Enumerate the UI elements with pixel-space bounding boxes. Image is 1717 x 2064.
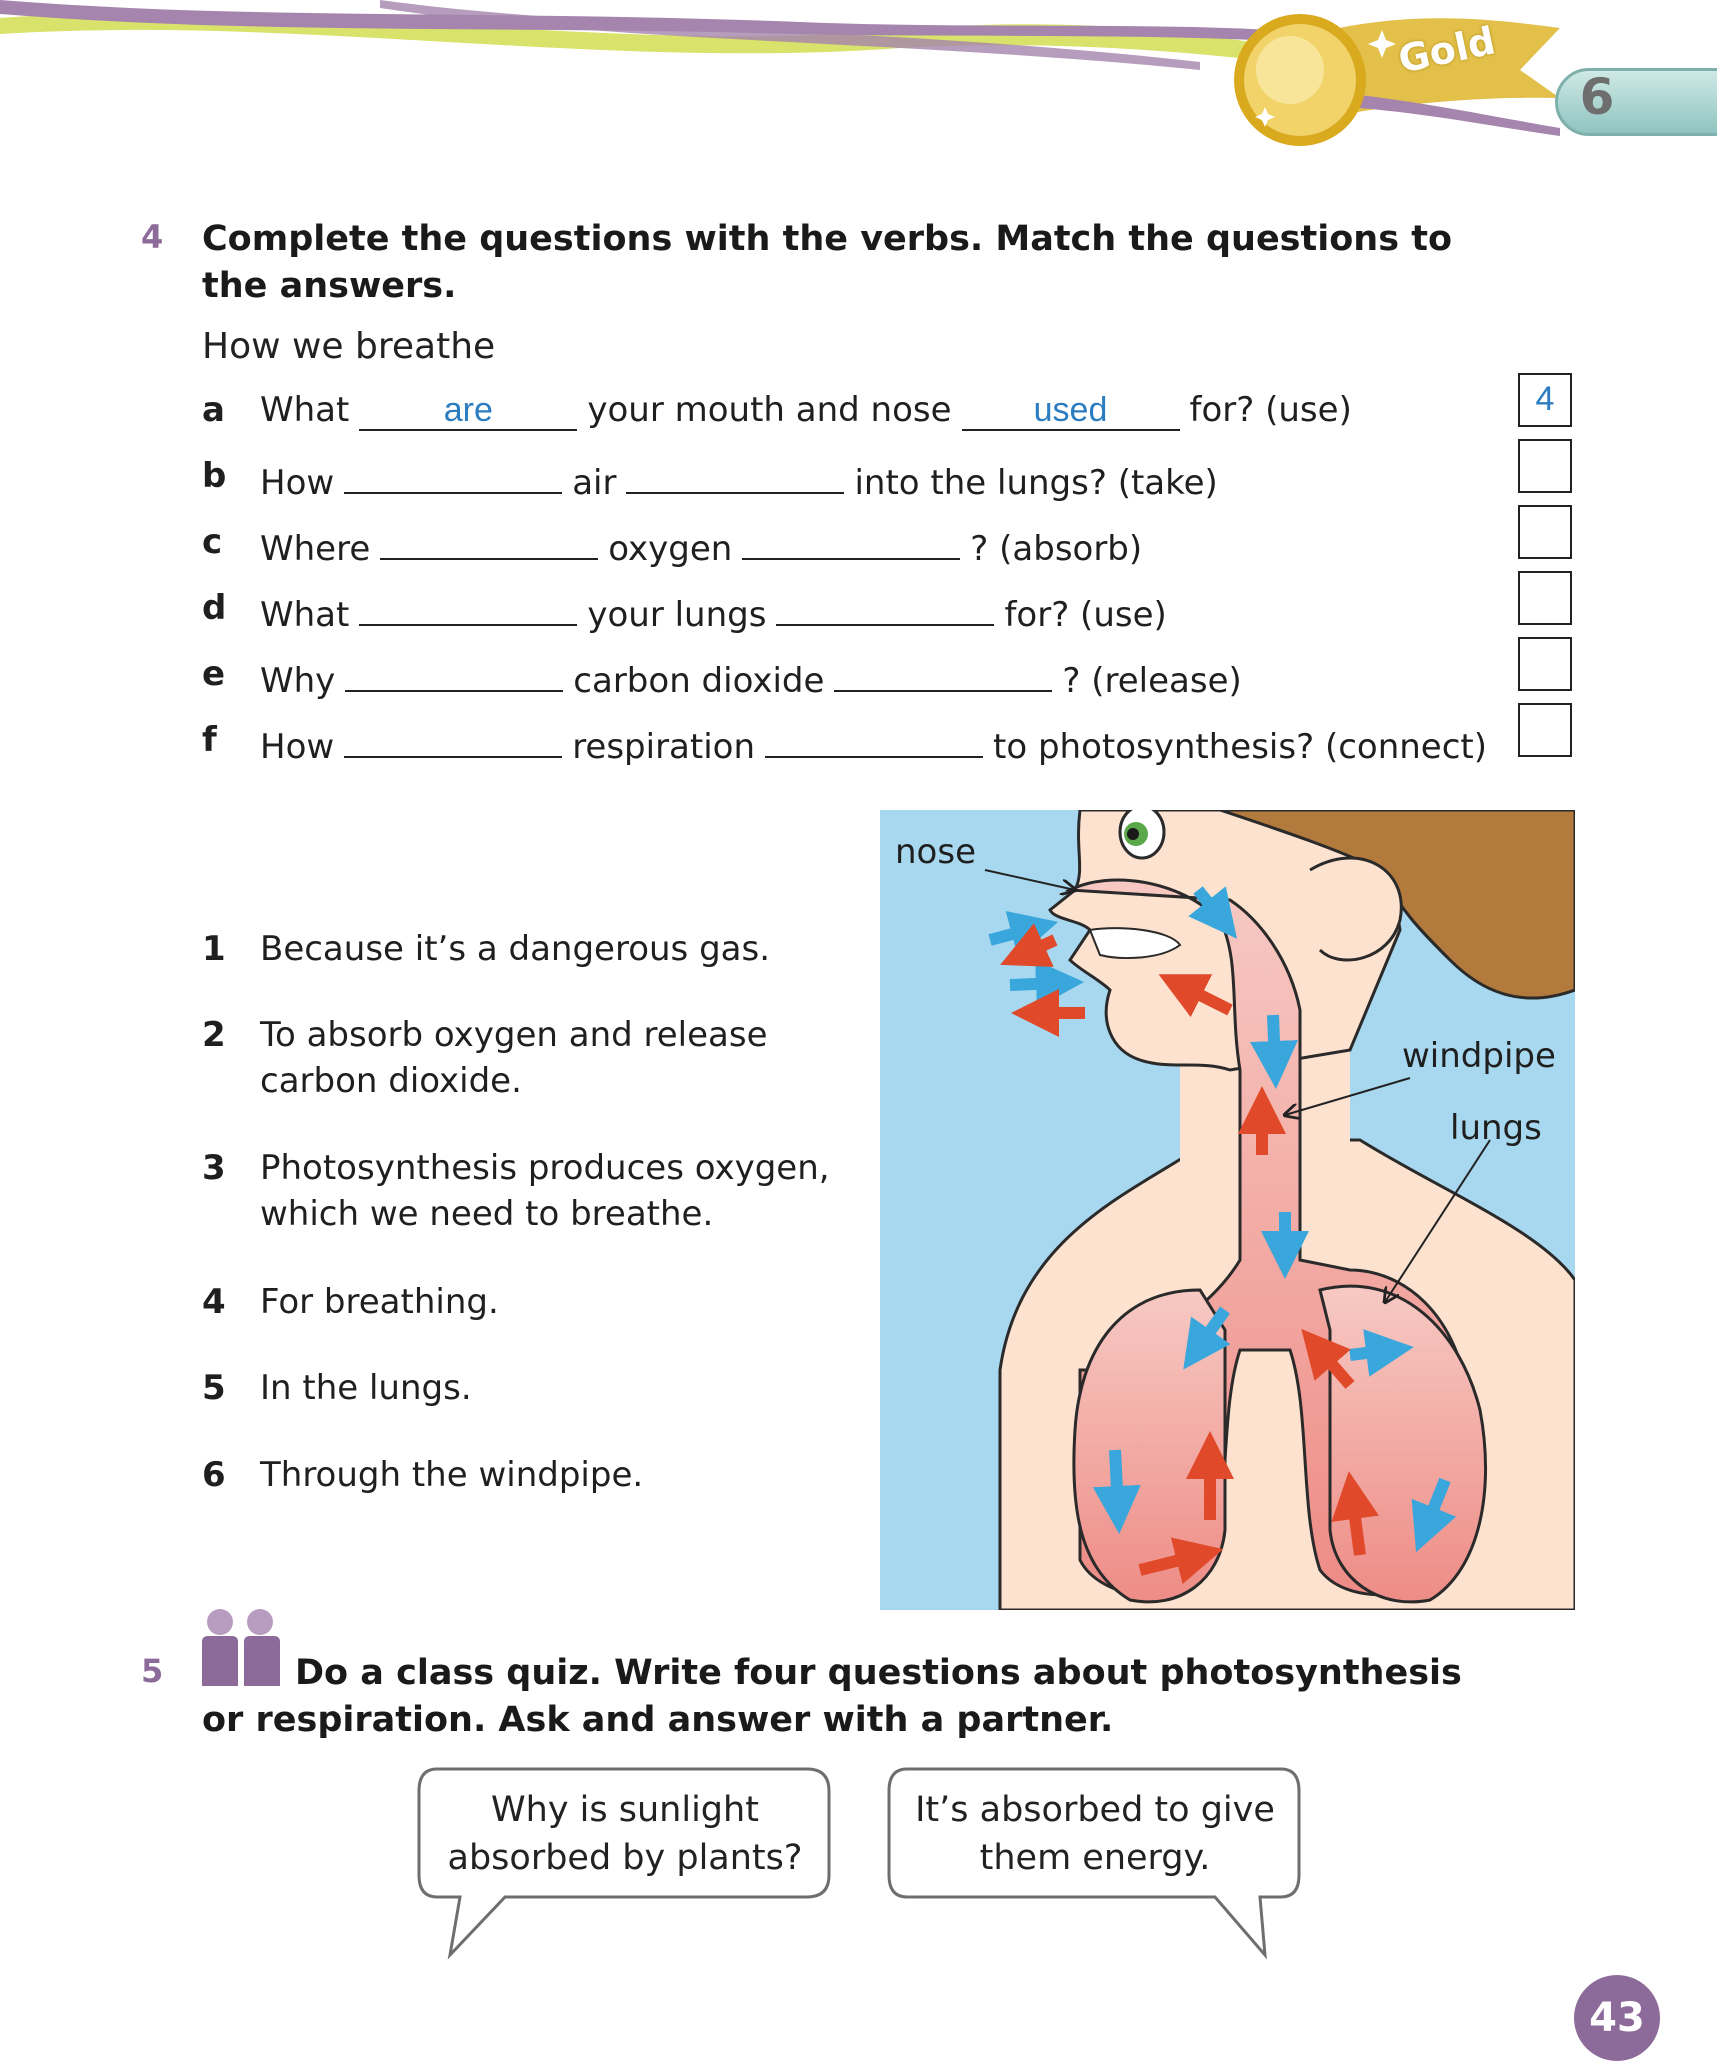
answer-text-line-2: carbon dioxide. [260,1061,522,1101]
exercise-5-number: 5 [141,1652,164,1690]
exercise-4-instruction-line-1: Complete the questions with the verbs. M… [202,219,1453,259]
question-start: Where [260,529,371,569]
unit-tab [1555,68,1717,136]
question-letter: c [202,522,223,562]
answer-blank[interactable] [344,456,563,494]
answer-text-line-1: In the lungs. [260,1368,472,1408]
page-number: 43 [1574,1975,1660,2061]
speech-bubble-question-text: Why is sunlight absorbed by plants? [425,1786,825,1882]
speech-bubble-answer-text: It’s absorbed to give them energy. [895,1786,1295,1882]
unit-number: 6 [1579,68,1615,126]
answer-blank[interactable] [834,654,1053,692]
question-letter: a [202,390,225,430]
question-end: for? (use) [1189,390,1352,430]
answer-number: 4 [202,1282,226,1322]
question-middle: carbon dioxide [573,661,825,701]
answer-blank[interactable] [765,720,984,758]
bubble-line-2: them energy. [979,1838,1211,1878]
question-middle: respiration [572,727,756,767]
question-end: to photosynthesis? (connect) [993,727,1488,767]
question-end: into the lungs? (take) [854,463,1218,503]
answer-blank[interactable] [742,522,961,560]
question-start: What [260,390,350,430]
bubble-line-1: Why is sunlight [491,1790,759,1830]
answer-number: 5 [202,1368,226,1408]
question-end: for? (use) [1004,595,1167,635]
answer-blank[interactable] [344,720,563,758]
answer-text-line-1: To absorb oxygen and release [260,1015,768,1055]
exercise-4-instruction-line-2: the answers. [202,266,457,306]
question-letter: f [202,720,217,760]
question-middle: your mouth and nose [587,390,952,430]
answer-blank[interactable] [776,588,995,626]
pair-work-icon [202,1609,280,1686]
answer-blank[interactable] [345,654,564,692]
answer-number: 1 [202,929,226,969]
answer-number: 2 [202,1015,226,1055]
answer-blank[interactable]: used [961,393,1180,431]
label-windpipe: windpipe [1402,1036,1556,1076]
question-start: How [260,463,335,503]
speech-bubble-question [417,1767,831,1960]
match-box[interactable]: 4 [1518,373,1572,427]
answer-blank[interactable] [626,456,845,494]
answer-text-line-1: For breathing. [260,1282,499,1322]
question-end: ? (release) [1062,661,1242,701]
speech-bubble-answer [887,1767,1301,1960]
respiratory-system-illustration: nose windpipe lungs [880,804,1577,1612]
question-middle: oxygen [608,529,733,569]
answer-blank[interactable] [380,522,599,560]
answer-text-line-1: Photosynthesis produces oxygen, [260,1148,830,1188]
question-middle: your lungs [587,595,767,635]
answer-text-line-1: Through the windpipe. [260,1455,644,1495]
label-lungs: lungs [1450,1108,1542,1148]
match-box[interactable] [1518,703,1572,757]
exercise-4-subtitle: How we breathe [202,326,496,367]
bubble-line-2: absorbed by plants? [447,1838,803,1878]
match-box[interactable] [1518,505,1572,559]
header-decoration [0,0,1560,146]
answer-blank[interactable] [359,588,578,626]
question-letter: d [202,588,227,628]
bubble-line-1: It’s absorbed to give [915,1790,1275,1830]
question-start: Why [260,661,336,701]
answer-number: 6 [202,1455,226,1495]
question-letter: e [202,654,226,694]
answer-text-line-2: which we need to breathe. [260,1194,714,1234]
exercise-5-instruction-line-2: or respiration. Ask and answer with a pa… [202,1700,1114,1740]
question-letter: b [202,456,227,496]
match-box[interactable] [1518,637,1572,691]
label-nose: nose [895,832,976,872]
answer-text-line-1: Because it’s a dangerous gas. [260,929,771,969]
breathing-diagram [880,804,1577,1612]
match-box[interactable] [1518,571,1572,625]
question-start: What [260,595,350,635]
exercise-4-number: 4 [141,218,164,256]
answer-blank[interactable]: are [359,393,578,431]
question-middle: air [572,463,617,503]
question-end: ? (absorb) [970,529,1143,569]
match-box[interactable] [1518,439,1572,493]
exercise-5-instruction-line-1: Do a class quiz. Write four questions ab… [295,1653,1462,1693]
question-start: How [260,727,335,767]
answer-number: 3 [202,1148,226,1188]
